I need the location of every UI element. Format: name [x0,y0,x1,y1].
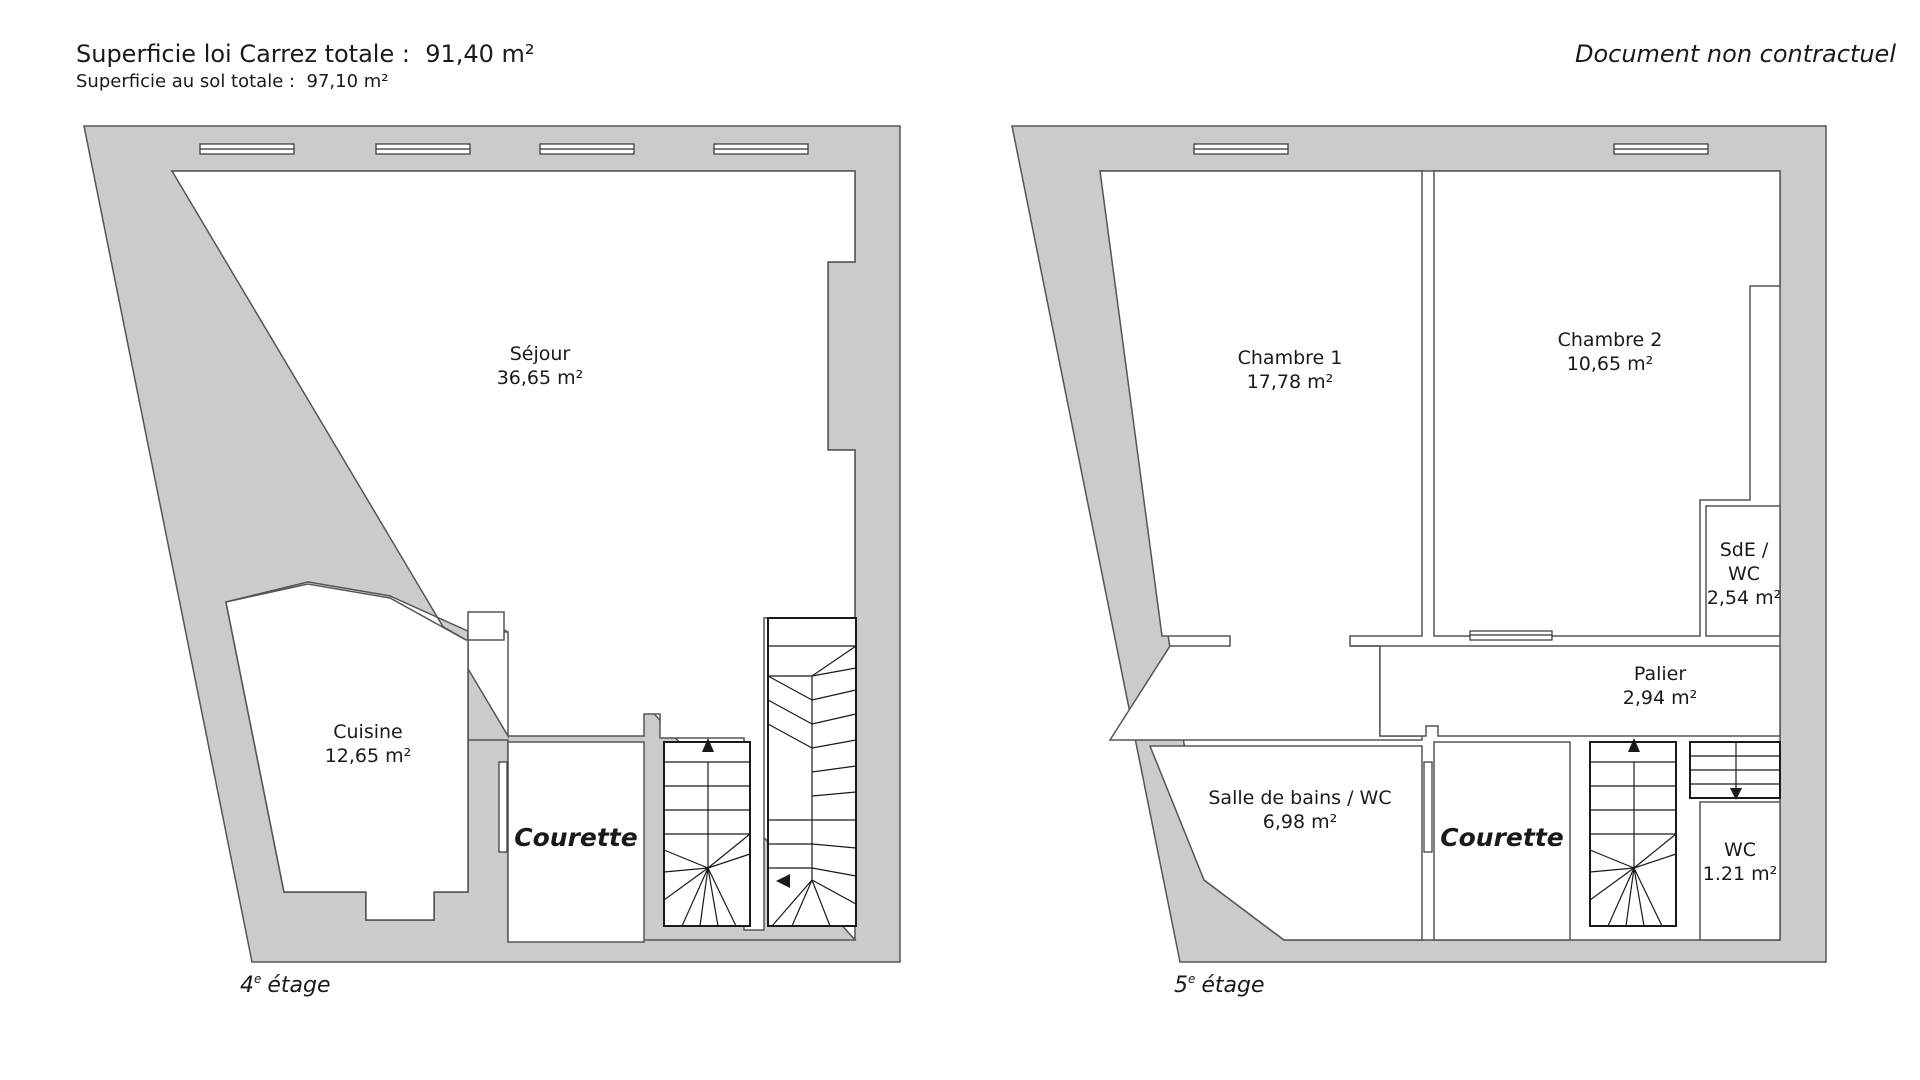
floor5-courette-window [1423,761,1433,853]
floor4-stair-right [767,617,857,927]
chambre1-name: Chambre 1 [1238,347,1343,369]
wc-name: WC [1724,839,1756,861]
carrez-value: 91,40 m² [425,40,535,68]
sde-name-2: WC [1728,563,1760,585]
floor5-windows [1193,143,1709,641]
ground-label: Superficie au sol totale : [76,71,296,92]
sejour-area: 36,65 m² [497,367,584,389]
floor4-courette-label: Courette [514,823,637,852]
chambre2-area: 10,65 m² [1567,353,1654,375]
sde-room [1705,505,1781,637]
wc-area: 1.21 m² [1703,863,1777,885]
floor4-courette-window [498,761,508,853]
floor-plan-4: Séjour 36,65 m² Cuisine 12,65 m² Courett… [83,125,901,998]
chambre2-name: Chambre 2 [1558,329,1663,351]
disclaimer: Document non contractuel [1574,40,1896,68]
cuisine-name: Cuisine [333,721,403,743]
ground-value: 97,10 m² [306,71,389,92]
floor4-stair-left [663,738,751,927]
sdb-name: Salle de bains / WC [1208,787,1391,809]
cuisine-area: 12,65 m² [325,745,412,767]
floor4-windows [199,143,809,155]
sejour-name: Séjour [510,343,571,365]
sdb-room [1148,745,1423,941]
kitchen-room [225,583,505,921]
palier-room [1350,645,1781,737]
floor5-courette-label: Courette [1440,823,1563,852]
sde-name-1: SdE / [1720,539,1769,561]
floor5-stair-left [1589,738,1677,927]
wc-room [1699,801,1781,941]
floor-plan-5: Chambre 1 17,78 m² Chambre 2 10,65 m² Sd… [1011,125,1827,998]
chambre1-area: 17,78 m² [1247,371,1334,393]
carrez-label: Superficie loi Carrez totale : [76,40,410,68]
surface-summary: Superficie loi Carrez totale : 91,40 m² … [76,38,535,94]
sde-area: 2,54 m² [1707,587,1781,609]
sdb-area: 6,98 m² [1263,811,1337,833]
palier-name: Palier [1634,663,1686,685]
floor5-stair-right [1689,741,1781,800]
palier-area: 2,94 m² [1623,687,1697,709]
floor5-courette [1433,741,1571,941]
floor4-courette [507,741,645,943]
ground-surface: Superficie au sol totale : 97,10 m² [76,70,535,94]
carrez-surface: Superficie loi Carrez totale : 91,40 m² [76,38,535,70]
